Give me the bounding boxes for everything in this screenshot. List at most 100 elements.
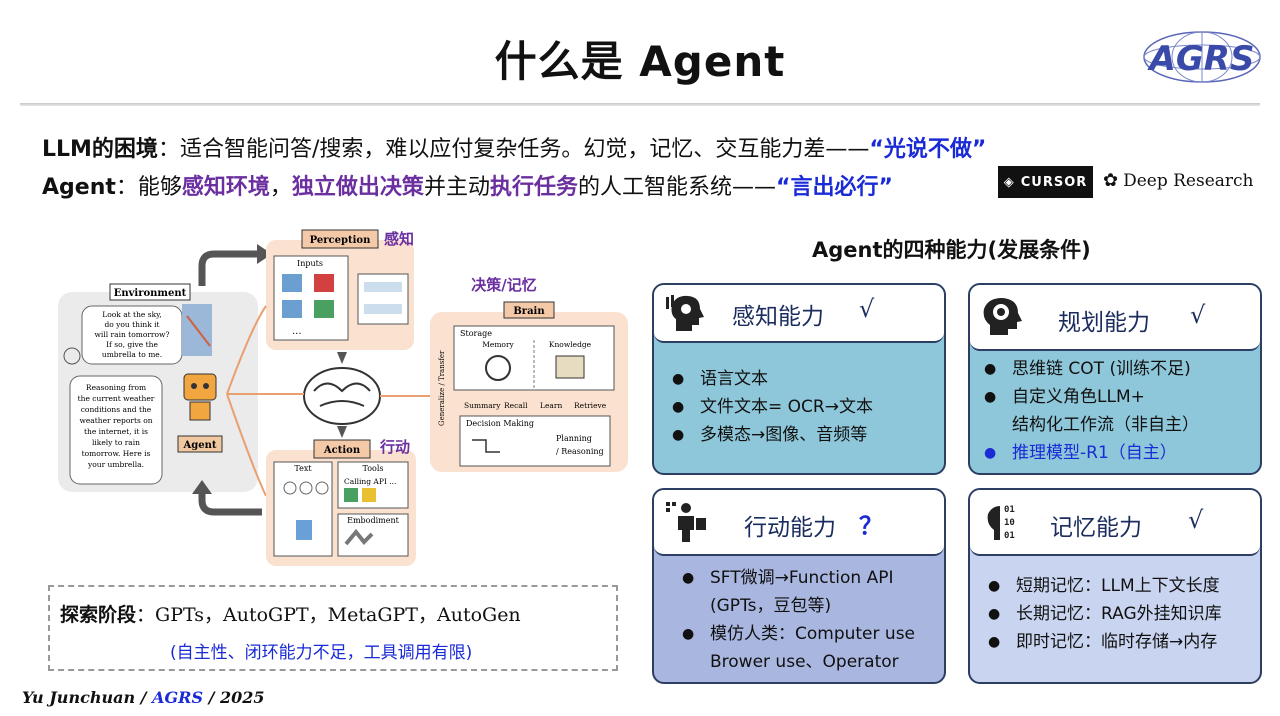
card-memory-mark: √ [1188, 506, 1204, 534]
generalize-label: Generalize / Transfer [438, 350, 446, 426]
agent-definition-line: Agent：能够感知环境，独立做出决策并主动执行任务的人工智能系统——“言出必行… [42, 169, 893, 201]
svg-text:Look at the sky,: Look at the sky, [102, 310, 162, 319]
tools-label: Tools [362, 464, 383, 473]
learn-label: Learn [540, 401, 562, 410]
svg-text:will rain tomorrow?: will rain tomorrow? [95, 330, 170, 339]
card-planning-mark: √ [1190, 301, 1206, 329]
list-item: 长期记忆：RAG外挂知识库 [982, 600, 1222, 628]
explore-label: 探索阶段 [60, 604, 137, 626]
page-title: 什么是 Agent [494, 37, 786, 86]
card-planning-title: 规划能力 [1058, 310, 1150, 336]
llm-text: ：适合智能问答/搜索，难以应付复杂任务。幻觉，记忆、交互能力差—— [157, 137, 870, 162]
llm-dilemma-line: LLM的困境：适合智能问答/搜索，难以应付复杂任务。幻觉，记忆、交互能力差——“… [42, 131, 986, 163]
memory-clock-icon [485, 355, 511, 381]
card-planning: 规划能力 √ 思维链 COT (训练不足) 自定义角色LLM+ 结构化工作流（非… [968, 283, 1262, 475]
summary-label: Summary [464, 401, 501, 410]
brain-gear-icon [983, 298, 1022, 335]
cursor-cube-icon: ◈ [1003, 174, 1015, 190]
agent-highlight-decide: 独立做出决策 [291, 175, 424, 200]
brain-label: Brain [513, 306, 545, 317]
agent-framework-diagram: Environment Look at the sky, do you thin… [58, 229, 628, 566]
person-tool-icon [666, 502, 706, 542]
recall-label: Recall [504, 401, 528, 410]
calling-api-label: Calling API ... [344, 477, 396, 486]
title-divider [20, 103, 1260, 106]
card-planning-header: 规划能力 √ [970, 285, 1260, 351]
svg-text:AGRS: AGRS [1147, 39, 1255, 79]
cursor-badge: ◈ CURSOR [998, 166, 1093, 198]
storage-label: Storage [460, 329, 492, 338]
agent-highlight-execute: 执行任务 [489, 175, 578, 200]
svg-text:Reasoning from: Reasoning from [86, 383, 146, 392]
footer: Yu Junchuan / AGRS / 2025 [22, 688, 265, 707]
brain-cn-label: 决策/记忆 [471, 276, 536, 294]
card-action-mark: ？ [859, 512, 883, 540]
agent-label: Agent [42, 175, 116, 200]
card-perception-title: 感知能力 [732, 304, 824, 330]
llm-label: LLM的困境 [42, 137, 158, 162]
deep-research-label: Deep Research [1123, 170, 1254, 191]
agent-highlight-perceive: 感知环境 [181, 175, 270, 200]
knowledge-label: Knowledge [549, 340, 592, 349]
list-item: 即时记忆：临时存储→内存 [982, 628, 1222, 656]
svg-text:do you think it: do you think it [104, 320, 159, 329]
inputs-label: Inputs [297, 259, 323, 268]
list-item: SFT微调→Function API [676, 564, 915, 592]
cursor-label: CURSOR [1020, 174, 1088, 190]
action-cn-label: 行动 [379, 438, 410, 456]
binary-head-icon: 01 10 01 [987, 505, 1015, 541]
agent-text-2: ， [269, 175, 292, 200]
svg-text:likely to rain: likely to rain [92, 438, 140, 447]
agent-label-diagram: Agent [182, 440, 216, 451]
svg-text:conditions and the: conditions and the [81, 405, 152, 414]
knowledge-book-icon [555, 355, 585, 379]
explore-note: (自主性、闭环能力不足，工具调用有限) [170, 643, 473, 663]
bubble-answer: Reasoning from the current weather condi… [78, 383, 155, 469]
environment-label: Environment [114, 288, 187, 299]
svg-text:the internet, it is: the internet, it is [84, 427, 148, 436]
card-memory-header: 01 10 01 记忆能力 √ [970, 490, 1260, 556]
brain-icon [303, 367, 381, 425]
section-title: Agent的四种能力(发展条件) [812, 238, 1091, 262]
agent-text-3: 并主动 [423, 175, 490, 200]
footer-org: AGRS [152, 688, 203, 707]
llm-quote: “光说不做” [869, 137, 987, 162]
card-perception-mark: √ [859, 295, 875, 323]
list-item: Brower use、Operator [710, 652, 899, 672]
list-item: 自定义角色LLM+ [978, 383, 1199, 411]
card-action-title: 行动能力 [744, 515, 836, 541]
svg-text:the current weather: the current weather [78, 394, 155, 403]
footer-author: Yu Junchuan / [22, 688, 153, 707]
robot-agent-icon [183, 373, 217, 421]
svg-text:...: ... [292, 326, 302, 337]
footer-year: / 2025 [203, 688, 265, 707]
agent-text-1: ：能够 [115, 175, 182, 200]
card-memory-title: 记忆能力 [1050, 515, 1142, 541]
agrs-logo: AGRS [1143, 31, 1261, 83]
svg-text:If so, give the: If so, give the [106, 340, 158, 349]
card-action: 行动能力 ？ SFT微调→Function API (GPTs，豆包等) 模仿人… [652, 488, 946, 684]
memory-label: Memory [482, 340, 514, 349]
list-item: 推理模型-R1（自主） [978, 439, 1199, 467]
list-item: 短期记忆：LLM上下文长度 [982, 572, 1222, 600]
agent-text-4: 的人工智能系统—— [577, 175, 776, 200]
list-item: 结构化工作流（非自主） [1012, 415, 1199, 435]
list-item: 文件文本= OCR→文本 [666, 393, 873, 421]
reasoning-label: / Reasoning [556, 447, 604, 456]
perception-label: Perception [310, 235, 371, 246]
embodiment-label: Embodiment [347, 516, 400, 525]
bubble-question: Look at the sky, do you think it will ra… [95, 310, 170, 359]
svg-text:tomorrow. Here is: tomorrow. Here is [82, 449, 151, 458]
list-item: 模仿人类：Computer use [676, 620, 915, 648]
svg-text:weather reports on: weather reports on [79, 416, 152, 425]
svg-text:umbrella to me.: umbrella to me. [102, 350, 162, 359]
deep-research-badge: ✿Deep Research [1103, 170, 1254, 191]
list-item: 思维链 COT (训练不足) [978, 355, 1199, 383]
svg-text:01: 01 [1004, 505, 1015, 515]
card-action-header: 行动能力 ？ [654, 490, 944, 556]
list-item: 语言文本 [666, 365, 873, 393]
planning-label: Planning [556, 434, 592, 443]
decision-making-label: Decision Making [466, 419, 534, 428]
svg-text:your umbrella.: your umbrella. [87, 460, 144, 469]
text-label: Text [294, 464, 312, 473]
